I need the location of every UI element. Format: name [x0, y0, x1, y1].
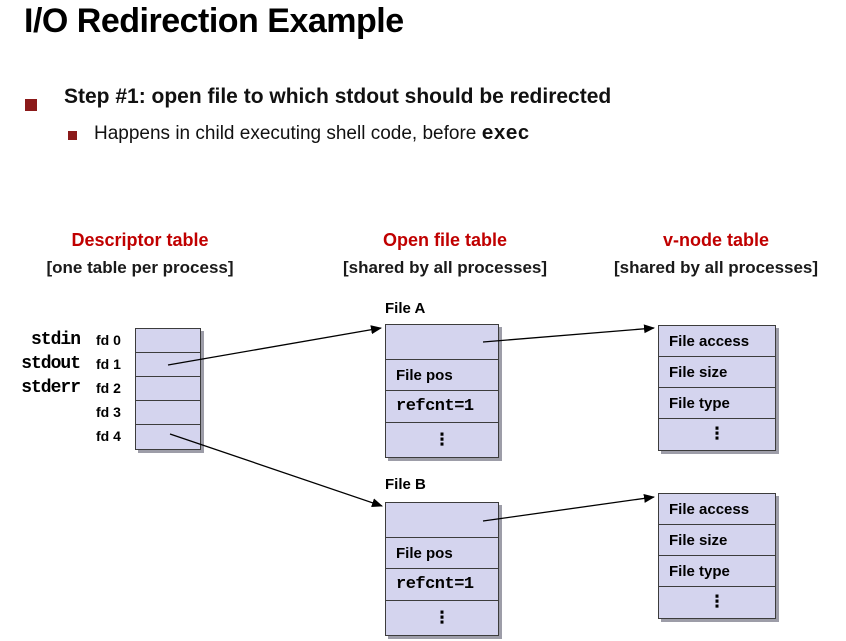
vnode-bottom-size-cell: File size — [659, 525, 775, 556]
file-a-ellipsis-cell: ⋮ — [433, 429, 451, 450]
vnode-table-bottom: File access File size File type ⋮ — [658, 493, 776, 619]
bullet-square-icon — [25, 99, 37, 111]
file-b-filepos-cell: File pos — [386, 538, 498, 569]
descriptor-cell-fd1 — [136, 353, 200, 377]
file-a-filepos-cell: File pos — [386, 360, 498, 391]
stdio-label-stdout: stdout — [21, 354, 81, 374]
step-heading: Step #1: open file to which stdout shoul… — [64, 85, 612, 108]
stdio-label-stderr: stderr — [21, 378, 81, 398]
arrow-fd4-to-file-b — [169, 433, 383, 508]
column-header-descriptor: Descriptor table [one table per process] — [30, 227, 250, 281]
file-a-table: File pos refcnt=1 ⋮ — [385, 324, 499, 458]
column-header-open-file: Open file table [shared by all processes… — [335, 227, 555, 281]
vnode-bottom-access-cell: File access — [659, 494, 775, 525]
descriptor-cell-fd3 — [136, 401, 200, 425]
fd-label-2: fd 2 — [96, 380, 121, 396]
descriptor-cell-fd2 — [136, 377, 200, 401]
sub-bullet-text: Happens in child executing shell code, b… — [94, 123, 530, 146]
column-header-vnode: v-node table [shared by all processes] — [606, 227, 826, 281]
file-a-label: File A — [385, 300, 426, 317]
vnode-table-subtitle: [shared by all processes] — [613, 258, 819, 277]
page-title: I/O Redirection Example — [24, 2, 404, 40]
fd-label-0: fd 0 — [96, 332, 121, 348]
open-file-table-title: Open file table — [382, 230, 508, 250]
descriptor-cell-fd4 — [136, 425, 200, 449]
file-b-ellipsis-cell: ⋮ — [433, 607, 451, 628]
file-b-pointer-cell — [386, 503, 498, 538]
file-a-pointer-cell — [386, 325, 498, 360]
arrow-file-b-to-vnode-bottom — [482, 493, 655, 522]
file-b-label: File B — [385, 476, 426, 493]
fd-label-1: fd 1 — [96, 356, 121, 372]
file-b-refcnt-cell: refcnt=1 — [386, 569, 498, 601]
file-a-refcnt-cell: refcnt=1 — [386, 391, 498, 423]
vnode-top-size-cell: File size — [659, 357, 775, 388]
descriptor-table — [135, 328, 201, 450]
exec-code: exec — [481, 123, 530, 146]
vnode-bottom-type-cell: File type — [659, 556, 775, 587]
vnode-table-title: v-node table — [662, 230, 769, 250]
vnode-top-ellipsis-cell: ⋮ — [708, 424, 726, 444]
descriptor-cell-fd0 — [136, 329, 200, 353]
sub-bullet-plain: Happens in child executing shell code, b… — [94, 123, 482, 144]
sub-bullet-square-icon — [68, 131, 77, 140]
fd-label-3: fd 3 — [96, 404, 121, 420]
vnode-table-top: File access File size File type ⋮ — [658, 325, 776, 451]
vnode-top-access-cell: File access — [659, 326, 775, 357]
arrow-file-a-to-vnode-top — [482, 324, 655, 343]
vnode-top-type-cell: File type — [659, 388, 775, 419]
open-file-table-subtitle: [shared by all processes] — [342, 258, 548, 277]
descriptor-table-subtitle: [one table per process] — [46, 258, 234, 277]
fd-label-4: fd 4 — [96, 428, 121, 444]
file-b-table: File pos refcnt=1 ⋮ — [385, 502, 499, 636]
vnode-bottom-ellipsis-cell: ⋮ — [708, 592, 726, 612]
descriptor-table-title: Descriptor table — [71, 230, 209, 250]
stdio-label-stdin: stdin — [30, 330, 81, 350]
